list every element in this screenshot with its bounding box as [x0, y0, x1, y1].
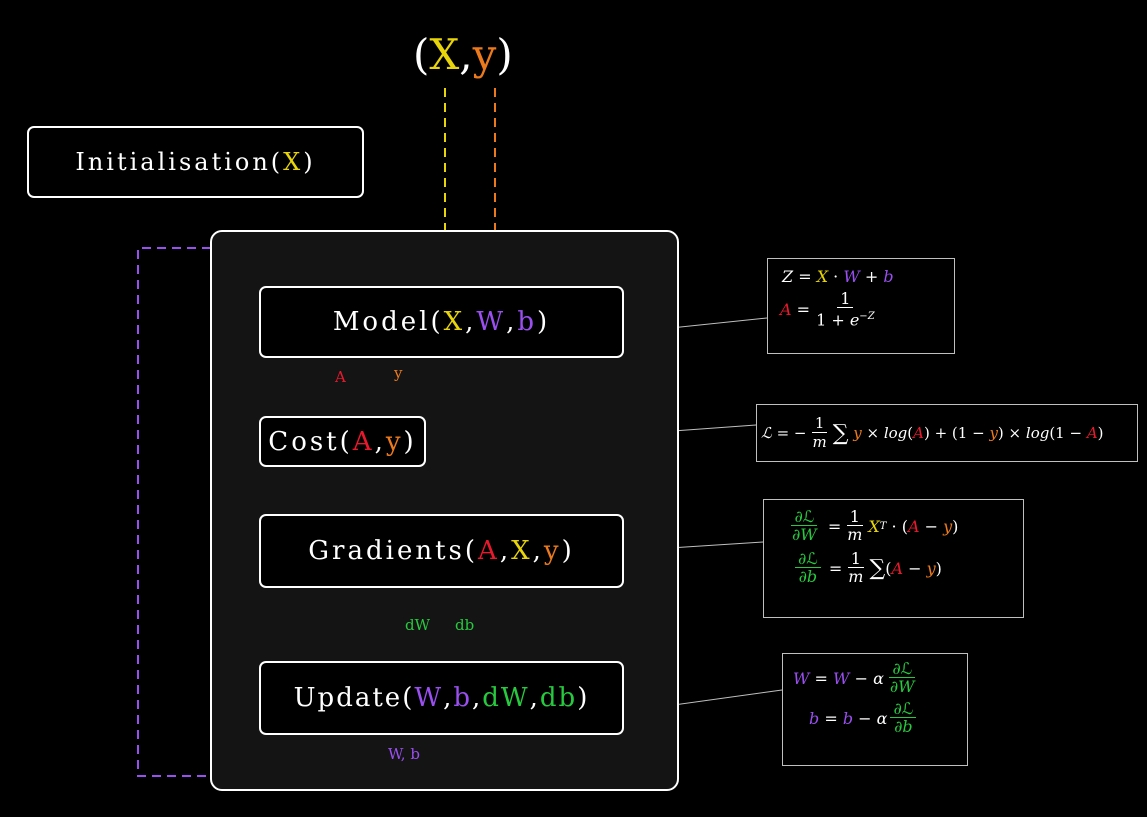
update-box: Update(W, b, dW, db): [259, 661, 624, 735]
input-tuple: ( X , y ): [413, 30, 513, 79]
update-db: db: [539, 683, 578, 713]
input-x: X: [429, 30, 460, 79]
edge-label-db: db: [455, 616, 475, 634]
gradients-box: Gradients(A, X, y): [259, 514, 624, 588]
update-w: W: [414, 683, 444, 713]
model-label: Model: [332, 307, 431, 337]
initialisation-box: Initialisation(X): [27, 126, 364, 198]
cost-label: Cost: [268, 426, 340, 457]
update-label: Update: [293, 683, 403, 713]
w-update-equation: W = W − α∂ℒ∂W: [793, 659, 916, 696]
model-box: Model(X, W, b): [259, 286, 624, 358]
grad-y: y: [543, 536, 562, 566]
update-equation-box: W = W − α∂ℒ∂W b = b − α∂ℒ∂b: [782, 653, 968, 766]
b-update-equation: b = b − α∂ℒ∂b: [809, 700, 957, 736]
gradients-label: Gradients: [308, 536, 465, 566]
edge-label-dw: dW: [405, 616, 431, 634]
model-w: W: [476, 307, 507, 337]
model-b: b: [517, 307, 538, 337]
input-open-paren: (: [413, 30, 430, 79]
linear-equation: Z = X · W + b: [782, 267, 894, 286]
input-comma: ,: [459, 30, 473, 79]
initialisation-label: Initialisation: [75, 148, 271, 176]
model-x: X: [443, 307, 466, 337]
update-dw: dW: [482, 683, 530, 713]
update-b: b: [453, 683, 472, 713]
input-close-paren: ): [496, 30, 513, 79]
cost-y: y: [385, 426, 404, 457]
edge-label-a: A: [335, 368, 346, 386]
grad-x: X: [511, 536, 533, 566]
grad-a: A: [478, 536, 500, 566]
init-x: X: [283, 148, 304, 176]
cost-box: Cost(A, y): [259, 416, 426, 467]
cost-a: A: [352, 426, 375, 457]
edge-label-y: y: [394, 364, 403, 382]
input-y: y: [472, 30, 497, 79]
edge-label-wb: W, b: [388, 745, 420, 763]
